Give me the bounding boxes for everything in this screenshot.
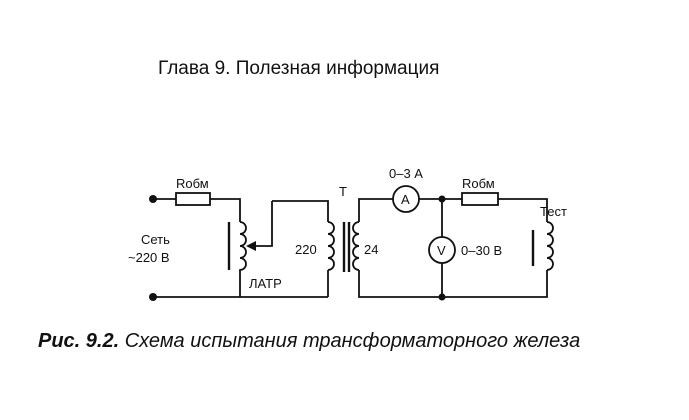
latr-label: ЛАТР	[249, 276, 282, 291]
voltmeter	[428, 236, 456, 264]
ammeter	[392, 185, 420, 213]
figure-caption: Рис. 9.2. Схема испытания трансформаторн…	[38, 330, 580, 353]
page-header: Глава 9. Полезная информация	[158, 58, 440, 79]
ammeter-range-label: 0–3 А	[389, 166, 423, 181]
transformer-label: Т	[339, 184, 347, 199]
transformer-secondary-coil	[352, 221, 360, 271]
latr-wiper-arrow	[246, 241, 256, 251]
secondary-voltage-label: 24	[364, 242, 378, 257]
resistor-2-label: Rобм	[462, 176, 495, 191]
source-label-line1: Сеть	[141, 232, 170, 247]
wire-secondary-bottom	[358, 270, 548, 298]
figure-number: Рис. 9.2.	[38, 330, 120, 352]
source-label-line2: ~220 В	[128, 250, 170, 265]
ammeter-symbol: A	[401, 192, 410, 207]
voltmeter-symbol: V	[437, 243, 446, 258]
resistor-1-label: Rобм	[176, 176, 209, 191]
resistor-2	[461, 192, 499, 206]
voltmeter-range-label: 0–30 В	[461, 243, 502, 258]
test-coil	[546, 221, 554, 271]
wire-secondary-top	[358, 198, 548, 222]
wire-primary-top	[272, 200, 329, 222]
transformer-primary-coil	[327, 221, 335, 271]
latr-coil	[239, 221, 247, 297]
primary-voltage-label: 220	[295, 242, 317, 257]
resistor-1	[175, 192, 211, 206]
latr-wiper	[252, 201, 273, 247]
wire-input-top	[153, 198, 241, 222]
figure-caption-text: Схема испытания трансформаторного железа	[119, 330, 581, 352]
test-label: Тест	[540, 204, 567, 219]
